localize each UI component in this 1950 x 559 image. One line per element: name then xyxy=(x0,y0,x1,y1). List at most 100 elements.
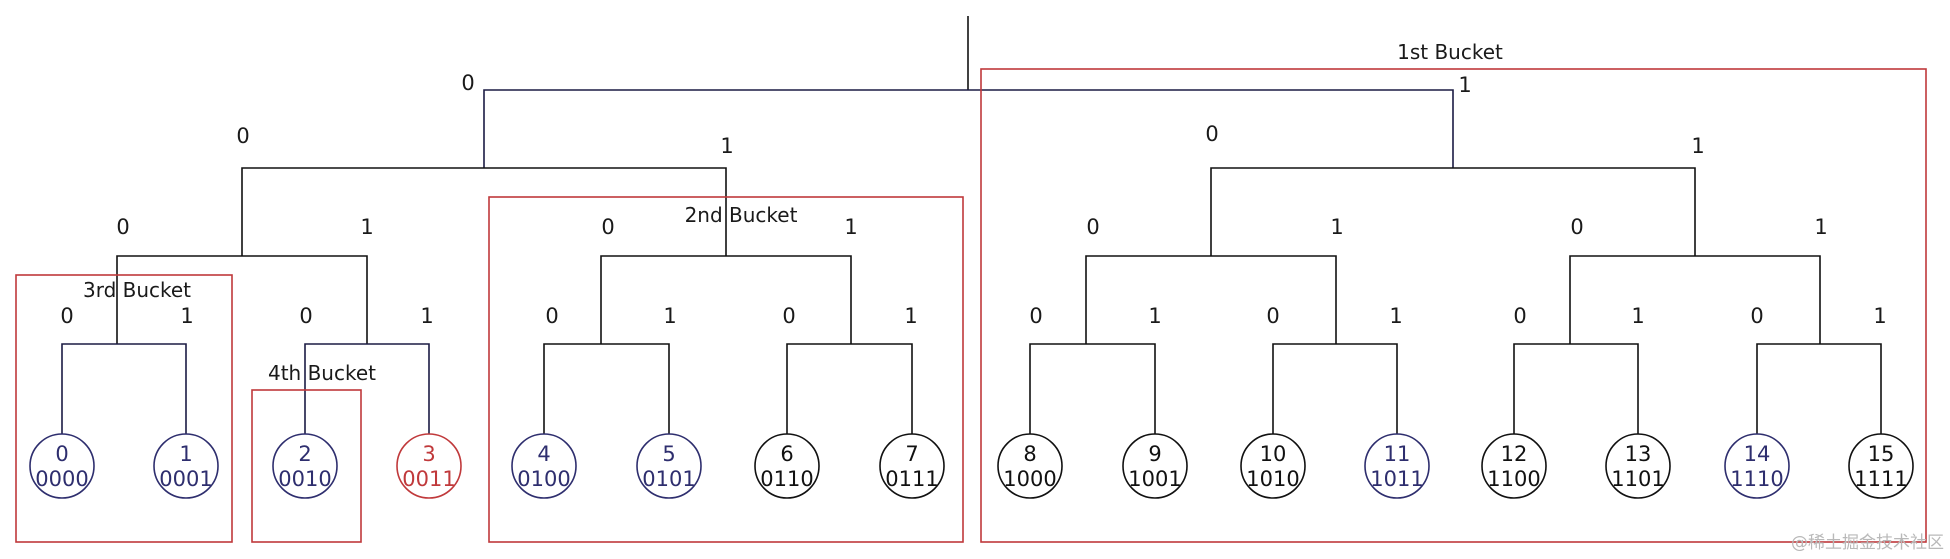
leaf-node-bits: 1010 xyxy=(1246,467,1299,491)
leaf-node-bits: 0111 xyxy=(885,467,938,491)
leaf-node-circle xyxy=(1724,433,1790,499)
edge-label-111-1: 1 xyxy=(1873,304,1886,328)
leaf-node-id: 15 xyxy=(1868,442,1895,466)
watermark-text: @稀土掘金技术社区 xyxy=(1791,533,1944,553)
leaf-node-bits: 0000 xyxy=(35,467,88,491)
edge-label-00-1: 1 xyxy=(360,215,373,239)
edge-label-010-1: 1 xyxy=(663,304,676,328)
leaf-node-circle xyxy=(1240,433,1306,499)
bucket-1-label: 1st Bucket xyxy=(1397,40,1503,64)
edge-label-root-1: 1 xyxy=(1458,73,1471,97)
edge-label-000-0: 0 xyxy=(60,304,73,328)
leaf-node-circle xyxy=(1605,433,1671,499)
leaf-node-bits: 1011 xyxy=(1370,467,1423,491)
leaf-node-id: 13 xyxy=(1625,442,1652,466)
leaf-node-bits: 1111 xyxy=(1854,467,1907,491)
edge-label-011-0: 0 xyxy=(782,304,795,328)
leaf-node-bits: 0011 xyxy=(402,467,455,491)
edge-110 xyxy=(1513,343,1639,435)
edge-label-101-1: 1 xyxy=(1389,304,1402,328)
edge-label-01-1: 1 xyxy=(844,215,857,239)
leaf-node-id: 5 xyxy=(662,442,675,466)
edge-00 xyxy=(116,255,368,344)
leaf-node-id: 1 xyxy=(179,442,192,466)
bucket-labels: 1st Bucket 2nd Bucket 3rd Bucket 4th Buc… xyxy=(83,40,1503,385)
leaf-node-circle xyxy=(1848,433,1914,499)
leaf-node-id: 0 xyxy=(55,442,68,466)
bucket-3-label: 3rd Bucket xyxy=(83,278,191,302)
edge-labels: 0 1 0 1 0 1 0 1 0 1 0 1 0 1 0 1 0 1 0 1 … xyxy=(60,71,1886,328)
leaf-node-circle xyxy=(511,433,577,499)
edge-label-10-0: 0 xyxy=(1086,215,1099,239)
edge-root xyxy=(483,89,1454,168)
leaf-node-bits: 0110 xyxy=(760,467,813,491)
leaf-node-id: 2 xyxy=(298,442,311,466)
leaf-node-circle xyxy=(396,433,462,499)
edge-label-1-1: 1 xyxy=(1691,134,1704,158)
bucket-boxes xyxy=(15,68,1927,543)
edge-label-101-0: 0 xyxy=(1266,304,1279,328)
leaf-node-circle xyxy=(636,433,702,499)
leaf-node-id: 10 xyxy=(1260,442,1287,466)
edge-label-011-1: 1 xyxy=(904,304,917,328)
edge-01 xyxy=(600,255,852,344)
edge-label-11-1: 1 xyxy=(1814,215,1827,239)
leaf-node-circle xyxy=(1481,433,1547,499)
edge-label-0-1: 1 xyxy=(720,134,733,158)
leaf-node-bits: 1101 xyxy=(1611,467,1664,491)
edge-label-110-0: 0 xyxy=(1513,304,1526,328)
leaf-node-circle xyxy=(879,433,945,499)
leaf-node-bits: 0101 xyxy=(642,467,695,491)
edge-10 xyxy=(1085,255,1337,344)
edge-111 xyxy=(1756,343,1882,435)
bucket-4-label: 4th Bucket xyxy=(268,361,376,385)
edge-label-11-0: 0 xyxy=(1570,215,1583,239)
edge-label-000-1: 1 xyxy=(180,304,193,328)
edge-101 xyxy=(1272,343,1398,435)
edge-100 xyxy=(1029,343,1156,435)
edge-label-110-1: 1 xyxy=(1631,304,1644,328)
bucket-2-label: 2nd Bucket xyxy=(685,203,798,227)
leaf-node-circle xyxy=(272,433,338,499)
leaf-node-circle xyxy=(29,433,95,499)
leaf-node-id: 7 xyxy=(905,442,918,466)
leaf-node-bits: 1110 xyxy=(1730,467,1783,491)
leaf-node-id: 8 xyxy=(1023,442,1036,466)
edge-1 xyxy=(1210,167,1696,256)
edge-label-10-1: 1 xyxy=(1330,215,1343,239)
edge-0 xyxy=(241,167,727,256)
edge-000 xyxy=(61,343,187,435)
leaf-node-circle xyxy=(997,433,1063,499)
leaf-node-bits: 1100 xyxy=(1487,467,1540,491)
leaf-node-id: 6 xyxy=(780,442,793,466)
edge-011 xyxy=(786,343,913,435)
leaf-node-circle xyxy=(1364,433,1430,499)
leaf-node-circle xyxy=(153,433,219,499)
edge-label-111-0: 0 xyxy=(1750,304,1763,328)
leaf-node-id: 9 xyxy=(1148,442,1161,466)
edge-label-001-1: 1 xyxy=(420,304,433,328)
leaf-node-circle xyxy=(754,433,820,499)
bucket-3-box xyxy=(15,274,233,543)
leaf-nodes: 0000010001200103001140100501016011070111… xyxy=(29,433,1914,499)
edge-label-root-0: 0 xyxy=(461,71,474,95)
leaf-node-bits: 0100 xyxy=(517,467,570,491)
leaf-node-id: 14 xyxy=(1744,442,1771,466)
tree-edges xyxy=(61,16,1882,435)
edge-label-01-0: 0 xyxy=(601,215,614,239)
edge-label-0-0: 0 xyxy=(236,124,249,148)
